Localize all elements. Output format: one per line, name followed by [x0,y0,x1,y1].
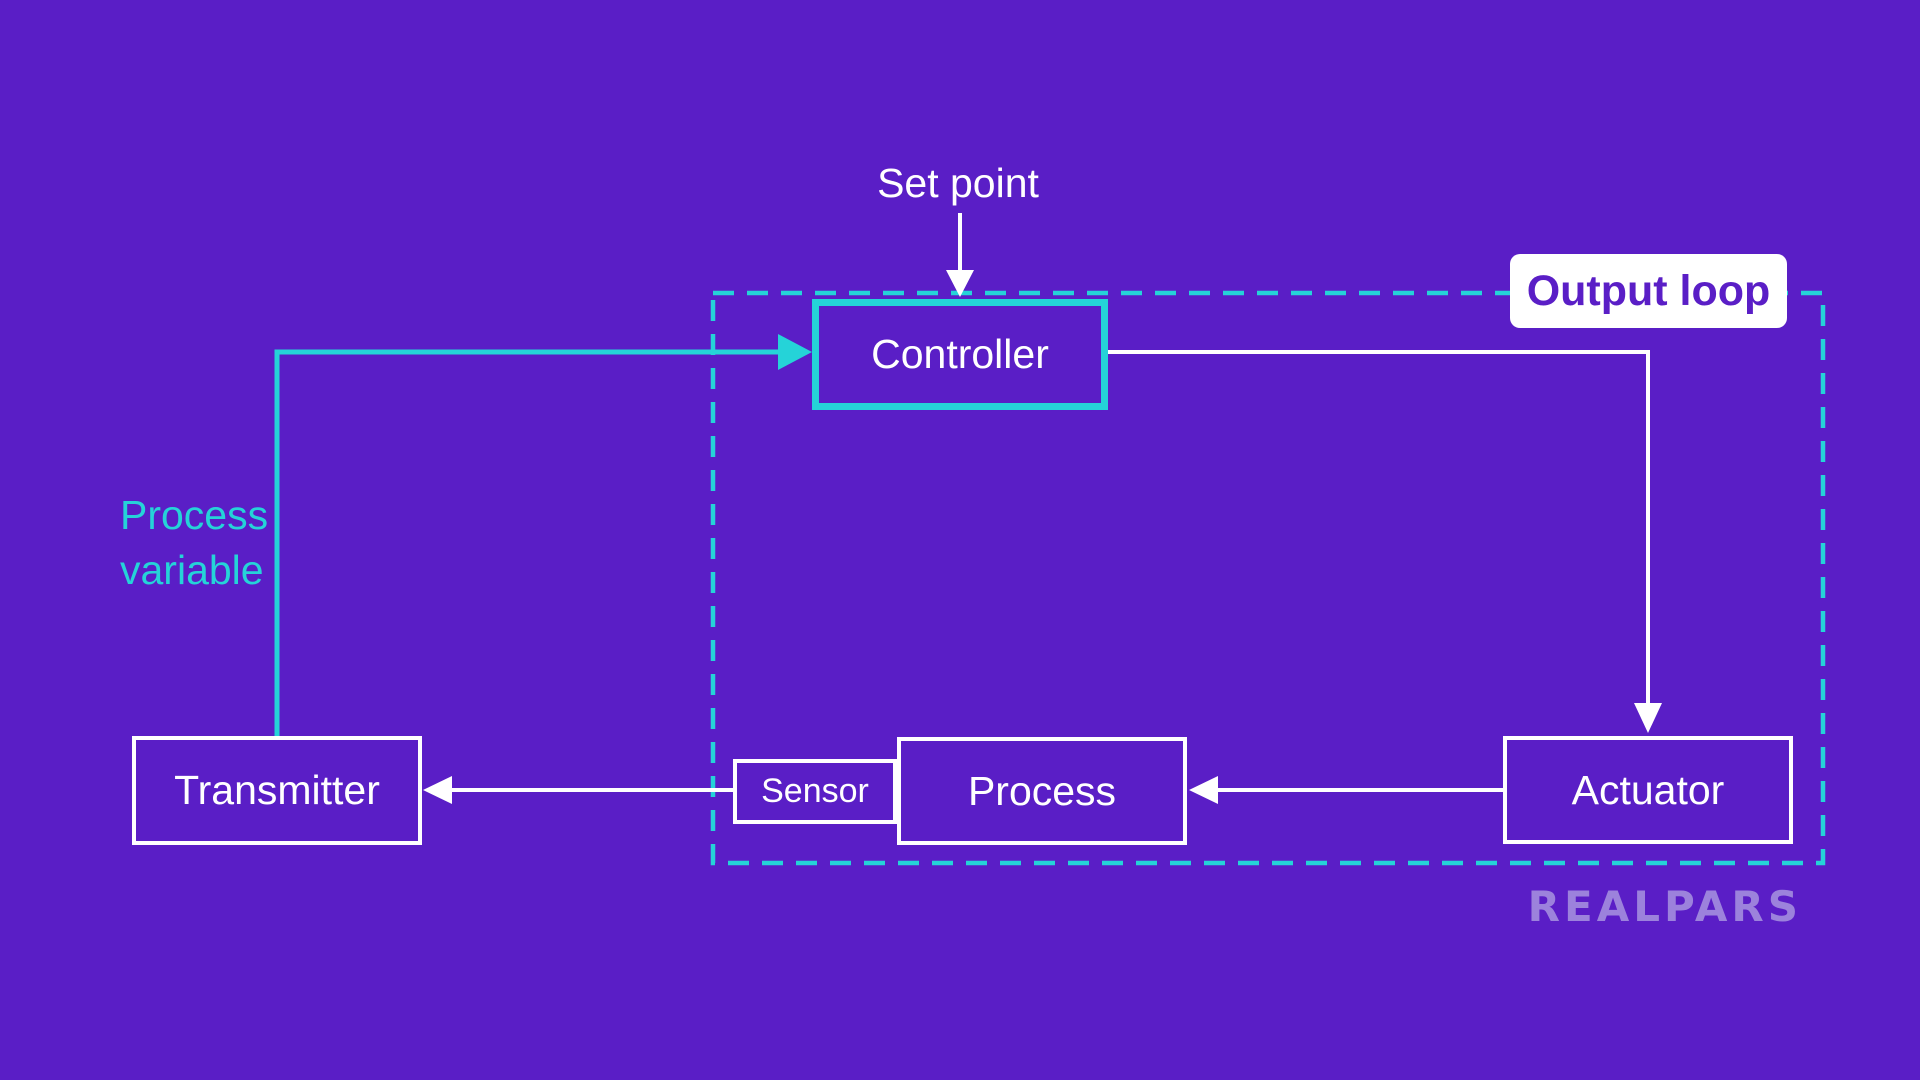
controller-box-label: Controller [871,331,1049,377]
process-box: Process [897,737,1187,845]
process-variable-label: Process variable [120,492,269,593]
process-variable-wire [274,349,780,736]
setpoint-arrowhead [946,270,974,297]
sensor-to-transmitter-arrowhead [423,776,452,804]
transmitter-box: Transmitter [132,736,422,845]
output-loop-dashed-boundary [710,290,1826,866]
transmitter-box-label: Transmitter [174,767,380,813]
output-loop-label-text: Output loop [1526,266,1771,315]
process-variable-arrowhead [778,334,812,370]
actuator-box-label: Actuator [1571,766,1725,813]
realpars-logo: REALPARS [1527,882,1802,931]
controller-to-actuator-wire [1108,350,1650,705]
actuator-to-process-arrowhead [1189,776,1218,804]
output-loop-label: Output loop [1510,254,1787,328]
actuator-box: Actuator [1503,736,1793,844]
controller-box: Controller [812,299,1108,410]
controller-to-actuator-arrowhead [1634,703,1662,733]
sensor-box-label: Sensor [761,772,869,810]
set-point-label: Set point [877,160,1039,206]
sensor-box: Sensor [733,759,897,824]
process-box-label: Process [967,767,1117,814]
